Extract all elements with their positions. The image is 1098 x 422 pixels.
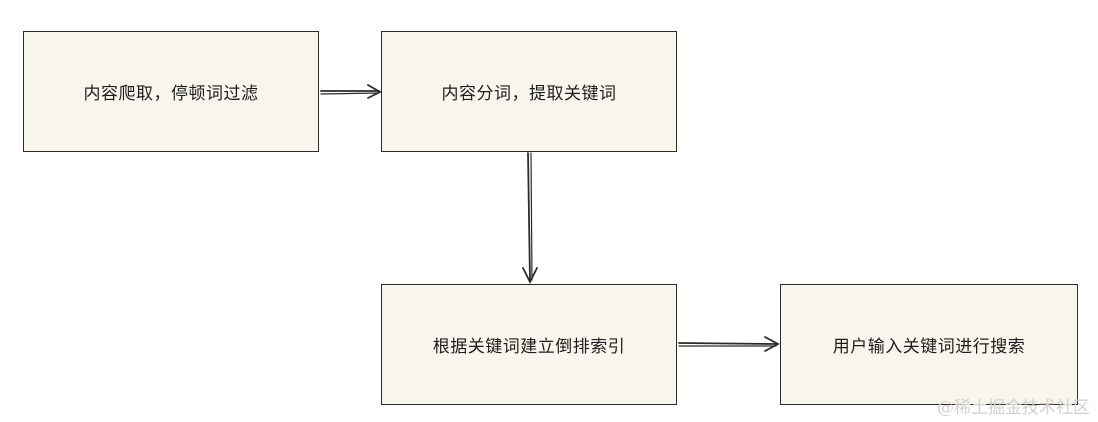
node-content-crawl: 内容爬取，停顿词过滤 <box>23 31 319 152</box>
node-user-search: 用户输入关键词进行搜索 <box>780 284 1078 405</box>
node-word-segmentation: 内容分词，提取关键词 <box>381 31 677 152</box>
node-label: 内容分词，提取关键词 <box>441 84 617 104</box>
node-label: 内容爬取，停顿词过滤 <box>83 84 259 104</box>
node-label: 用户输入关键词进行搜索 <box>832 337 1026 357</box>
arrow-crawl-to-segment <box>320 84 382 99</box>
node-inverted-index: 根据关键词建立倒排索引 <box>381 284 677 405</box>
arrow-segment-to-index <box>522 152 538 285</box>
watermark: @稀土掘金技术社区 <box>937 398 1090 418</box>
node-label: 根据关键词建立倒排索引 <box>432 337 626 357</box>
arrow-index-to-search <box>678 336 780 352</box>
